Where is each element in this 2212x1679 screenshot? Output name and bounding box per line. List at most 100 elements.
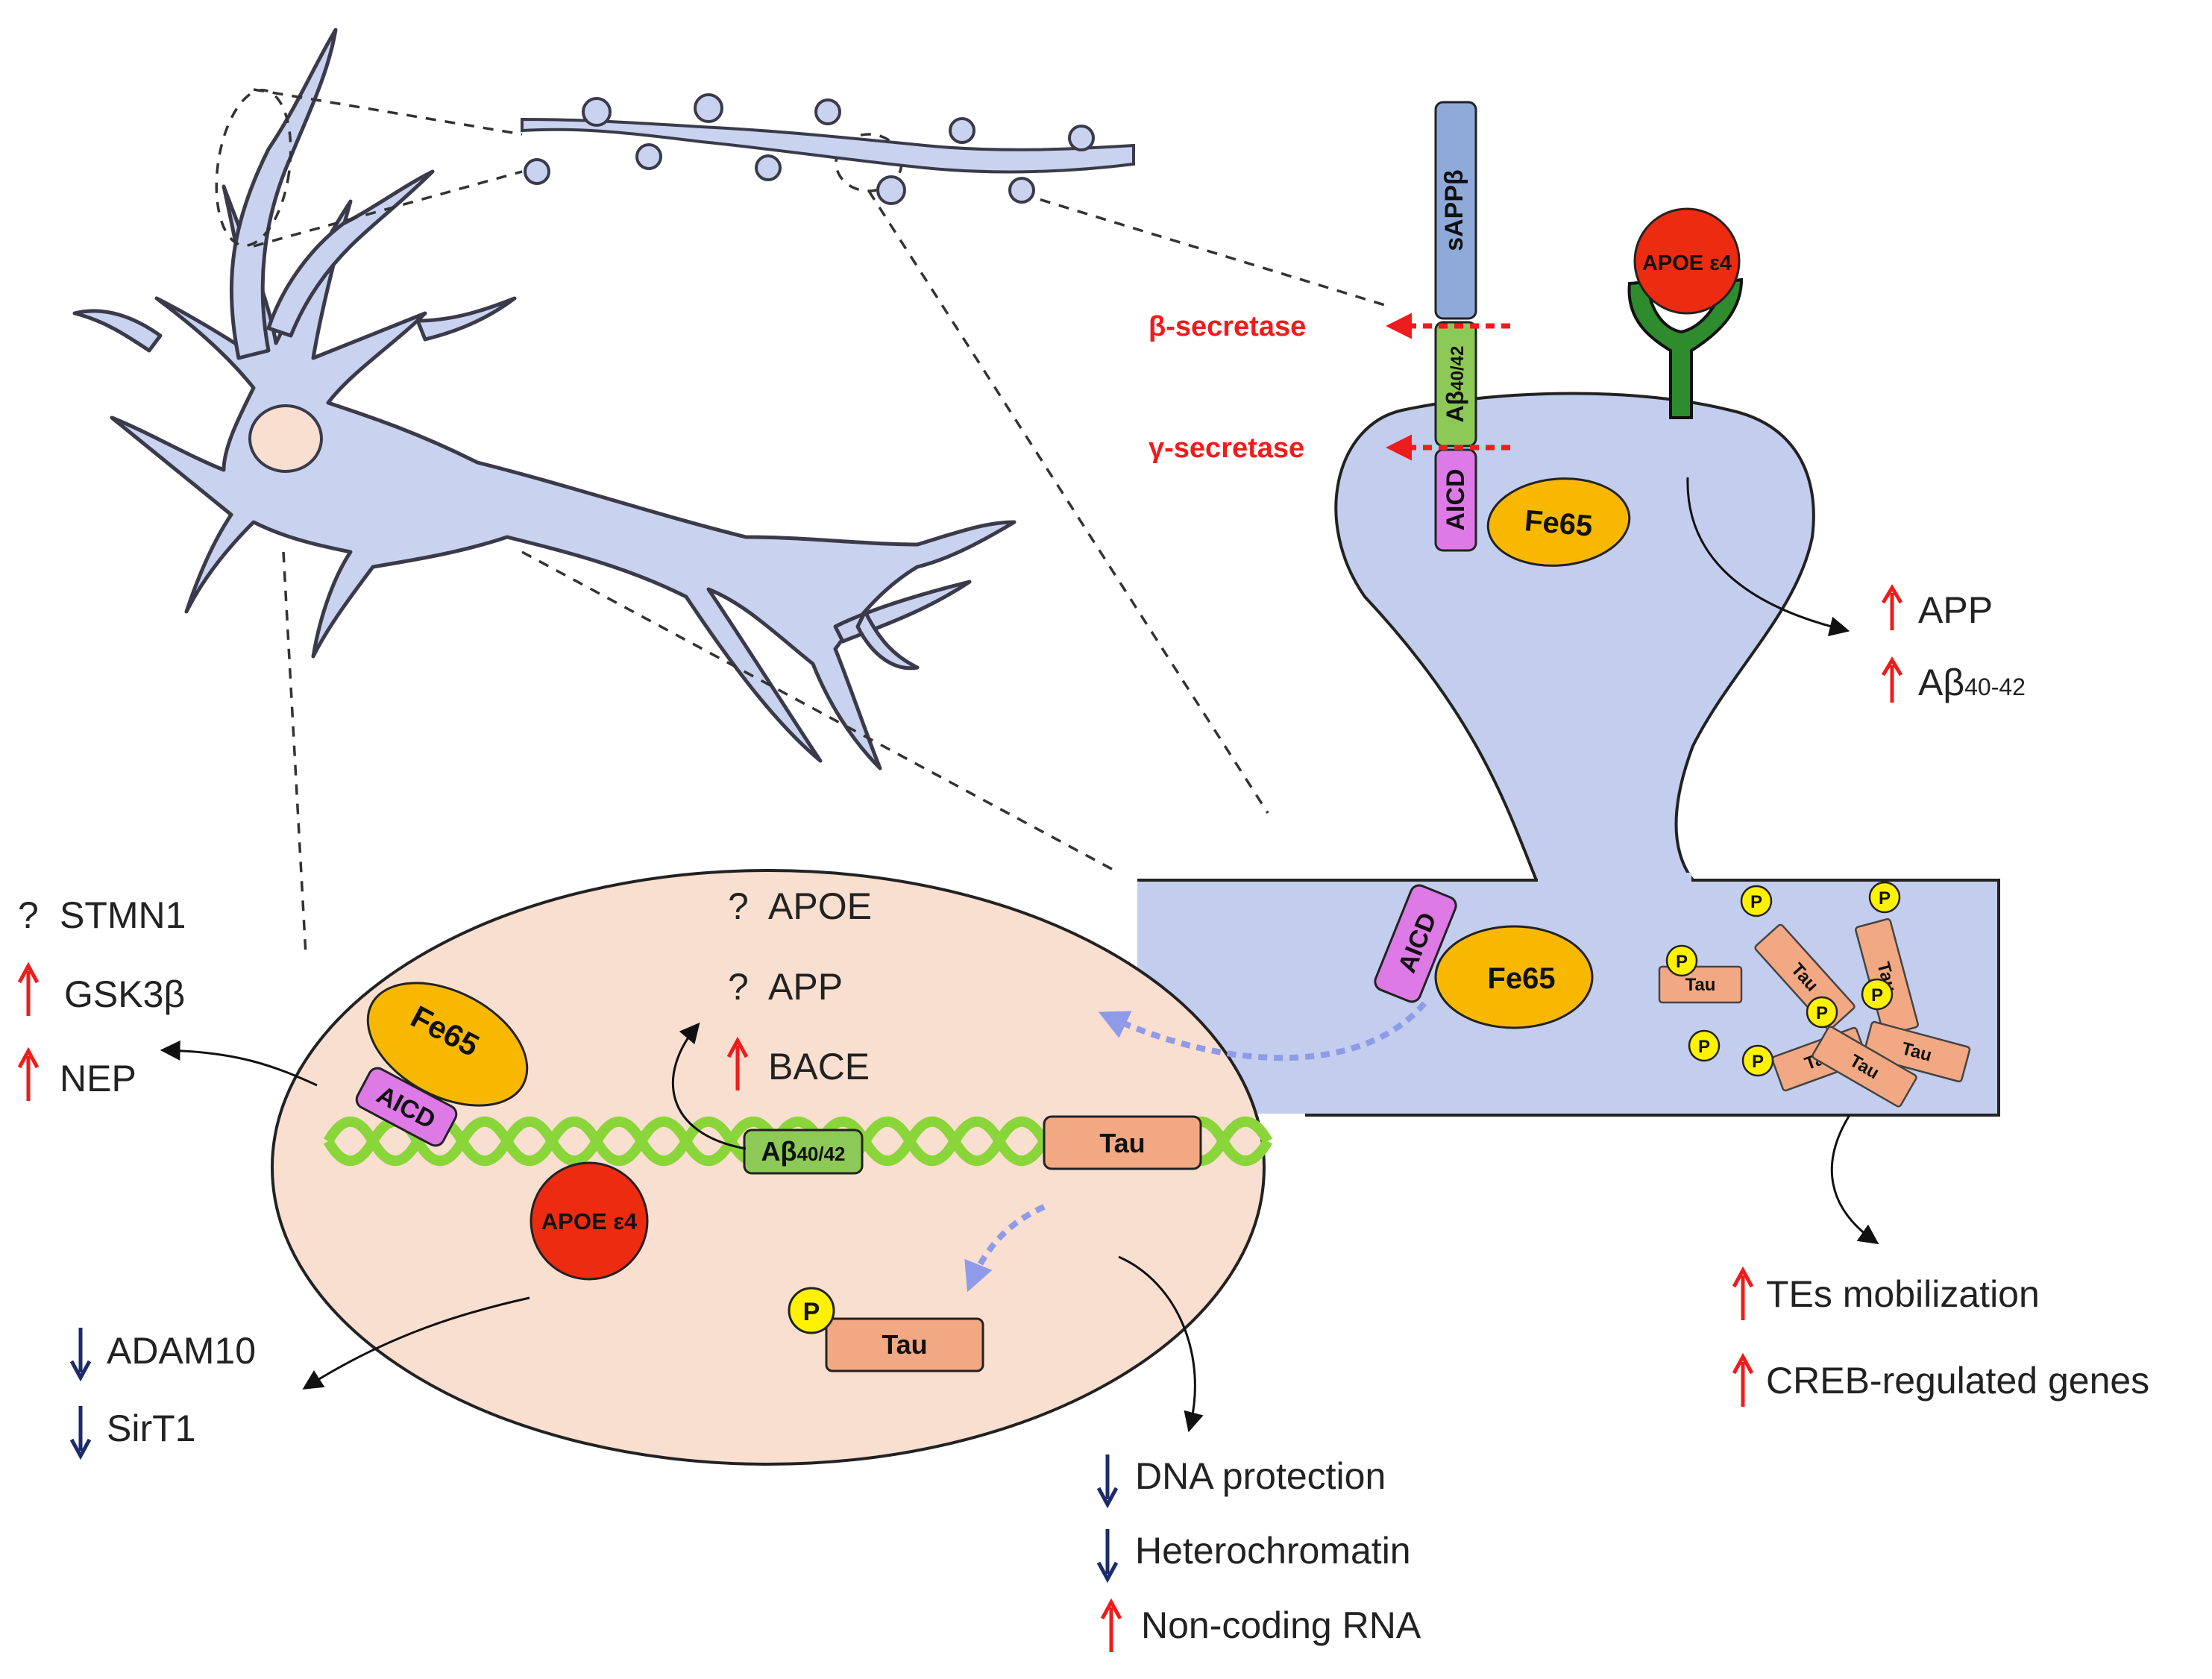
left-effect-gsk3b: GSK3β xyxy=(64,973,185,1015)
up-arrow-icon xyxy=(1732,1352,1754,1407)
up-arrow-icon xyxy=(726,1036,749,1090)
spine-effect-abeta: Aβ40-42 xyxy=(1918,662,2026,703)
left-effect-nep: NEP xyxy=(60,1058,136,1099)
secretase-cuts xyxy=(1386,313,1510,461)
dendrite-effect-creb: CREB-regulated genes xyxy=(1766,1360,2149,1402)
nucleus-target-app: APP xyxy=(768,966,843,1008)
dendrite-effect-arrow xyxy=(1830,1114,1879,1245)
apoe-effect-item: SirT1 xyxy=(69,1406,195,1460)
dendrite-branch xyxy=(855,609,920,671)
dendrite-branch xyxy=(266,169,435,338)
left-effect-item: ? STMN1 xyxy=(18,894,186,936)
aicd-nucleus xyxy=(355,1067,458,1147)
apoe-e4-spine-label: APOE ε4 xyxy=(1642,251,1732,275)
neuron xyxy=(72,28,1017,771)
fe65-membrane xyxy=(1486,477,1631,567)
sappb-segment xyxy=(1434,101,1477,320)
tau-effect-noncoding-rna: Non-coding RNA xyxy=(1141,1604,1421,1646)
dendrite-effect-item: TEs mobilization xyxy=(1732,1266,2040,1320)
phospho-nucleus-label: P xyxy=(803,1298,820,1326)
down-arrow-icon xyxy=(69,1406,92,1460)
spine-effect-arrow xyxy=(1686,477,1850,637)
fe65-dendrite xyxy=(1434,925,1594,1029)
dendrite-effect-item: CREB-regulated genes xyxy=(1732,1352,2149,1407)
svg-text:P: P xyxy=(1871,985,1883,1005)
phospho-sites: P P P P P P P xyxy=(1665,881,1901,1077)
nucleus-target-bace: BACE xyxy=(768,1046,870,1088)
down-arrow-icon xyxy=(69,1328,92,1382)
left-effect-item: GSK3β xyxy=(17,961,185,1016)
nucleus-target-apoe: APOE xyxy=(768,885,872,927)
up-arrow-icon xyxy=(17,1046,40,1101)
svg-text:P: P xyxy=(1752,1052,1764,1072)
nucleus-targets: ? APOE ? APP BACE xyxy=(726,885,872,1090)
phospho-site: P xyxy=(1806,996,1838,1029)
svg-text:Tau: Tau xyxy=(1685,975,1716,995)
up-arrow-icon xyxy=(1881,656,1903,703)
abeta-membrane-label: Aβ40/42 xyxy=(1442,346,1468,423)
nucleus-target-item: BACE xyxy=(726,1036,870,1090)
soma-nucleus xyxy=(248,404,323,473)
up-arrow-icon xyxy=(1732,1266,1754,1320)
tau-aggregate: Tau xyxy=(1862,1020,1971,1083)
tau-nucleus-label: Tau xyxy=(1099,1128,1145,1158)
dendrite-branch xyxy=(415,296,517,342)
tau-aggregate: Tau xyxy=(1812,1026,1917,1108)
fe65-effect-arrow xyxy=(160,1040,318,1087)
phospho-site: P xyxy=(1868,881,1901,914)
apoe-e4-nucleus-label: APOE ε4 xyxy=(541,1208,638,1234)
svg-text:P: P xyxy=(1879,888,1891,908)
tau-effect-item: Heterochromatin xyxy=(1096,1529,1411,1584)
spine-effect-app: APP xyxy=(1918,589,1993,631)
left-effects: ? STMN1 GSK3β NEP xyxy=(17,894,186,1101)
phospho-site: P xyxy=(1861,978,1894,1011)
tau-aggregates: Tau Tau Tau Tau Tau Tau xyxy=(1658,917,1971,1108)
apoe-effect-adam10: ADAM10 xyxy=(107,1330,256,1372)
dendrite-branch xyxy=(229,28,338,360)
tau-phosphorylation-flow xyxy=(964,1204,1046,1293)
phospho-site: P xyxy=(1665,944,1698,977)
svg-text:P: P xyxy=(1698,1037,1710,1057)
tau-effect-heterochromatin: Heterochromatin xyxy=(1135,1530,1411,1572)
sappb-label: sAPPβ xyxy=(1440,169,1468,251)
question-marker: ? xyxy=(728,885,749,927)
zoom-callouts xyxy=(215,88,1388,955)
dendrite-effect-tes: TEs mobilization xyxy=(1766,1273,2040,1315)
fe65-dendrite-label: Fe65 xyxy=(1487,962,1555,995)
aicd-membrane-label: AICD xyxy=(1442,468,1470,530)
spine-effect-item: Aβ40-42 xyxy=(1881,656,2026,703)
beta-secretase-label: β-secretase xyxy=(1149,311,1306,342)
apoe-receptor xyxy=(1627,277,1744,419)
ptau-nucleus-label: Tau xyxy=(882,1329,927,1360)
ptau-nucleus xyxy=(825,1317,984,1372)
neuron-body xyxy=(110,184,1017,771)
svg-text:P: P xyxy=(1816,1003,1828,1023)
abeta-nucleus-label: Aβ40/42 xyxy=(761,1136,845,1167)
fe65-membrane-label: Fe65 xyxy=(1523,504,1594,543)
down-arrow-icon xyxy=(1096,1454,1119,1509)
spine-head xyxy=(1334,392,1815,882)
tau-nucleus xyxy=(1043,1115,1202,1170)
gamma-secretase-label: γ-secretase xyxy=(1149,433,1304,464)
apoe-e4-nucleus xyxy=(530,1161,649,1281)
aicd-dendrite xyxy=(1374,884,1457,1003)
phospho-site: P xyxy=(1740,885,1773,917)
apoe-effect-item: ADAM10 xyxy=(69,1328,256,1382)
aicd-nuclear-translocation xyxy=(1098,1001,1427,1061)
tau-effects: DNA protection Heterochromatin Non-codin… xyxy=(1096,1454,1421,1652)
down-arrow-icon xyxy=(1096,1529,1119,1584)
tau-effect-item: Non-coding RNA xyxy=(1100,1598,1421,1652)
phospho-nucleus xyxy=(788,1287,835,1334)
up-arrow-icon xyxy=(1881,584,1903,630)
abeta-nucleus xyxy=(743,1129,864,1175)
phospho-site: P xyxy=(1741,1044,1774,1077)
dendrite-zoom xyxy=(521,93,1135,205)
apoe-effect-sirt1: SirT1 xyxy=(107,1407,195,1449)
left-effect-stmn1: STMN1 xyxy=(60,894,186,936)
svg-text:P: P xyxy=(1676,952,1688,972)
left-effect-item: NEP xyxy=(17,1046,136,1101)
up-arrow-icon xyxy=(17,961,40,1016)
question-marker: ? xyxy=(728,966,749,1008)
abeta-target-arrow xyxy=(672,1022,747,1150)
